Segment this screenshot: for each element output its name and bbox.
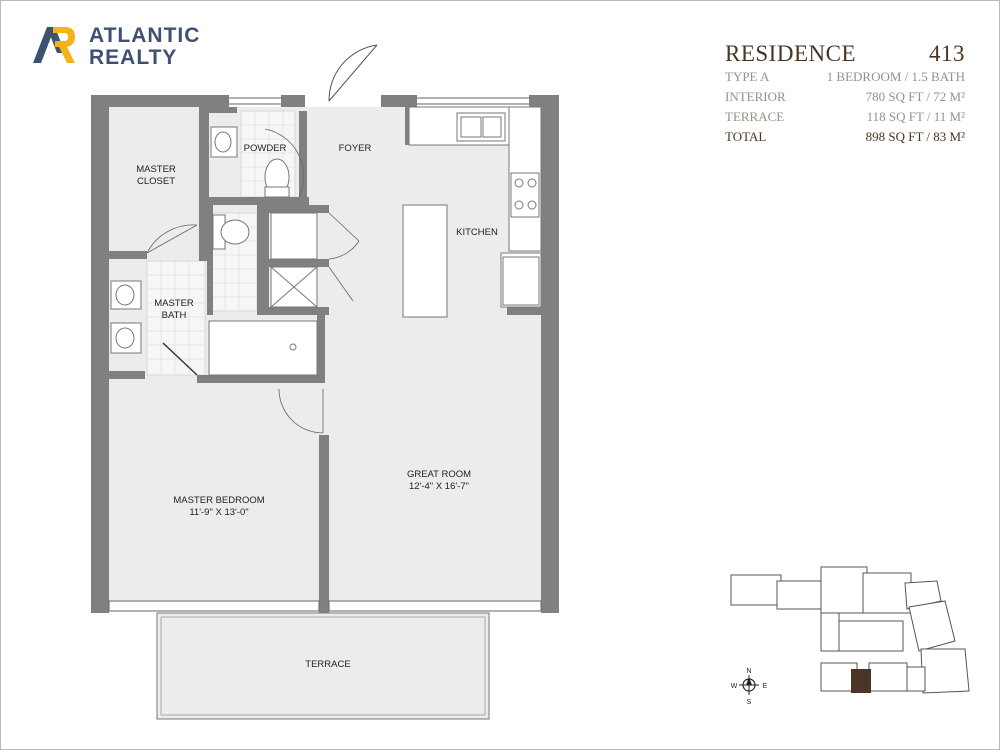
- compass-icon: [739, 675, 759, 695]
- brand-line-1: ATLANTIC: [89, 24, 201, 47]
- info-row-interior: INTERIOR 780 SQ FT / 72 M²: [725, 87, 965, 107]
- compass-east: E: [763, 683, 768, 690]
- top-windows: [229, 97, 529, 105]
- label-great-room-dims: 12'-4" X 16'-7": [409, 481, 469, 492]
- info-row-terrace: TERRACE 118 SQ FT / 11 M²: [725, 107, 965, 127]
- label-great-room: GREAT ROOM: [407, 469, 471, 480]
- label-master-bedroom-dims: 11'-9" X 13'-0": [189, 507, 248, 518]
- wc-toilet-icon: [212, 214, 250, 250]
- sliding-doors: [108, 600, 542, 612]
- building-key-plan: [730, 566, 970, 694]
- bedroom-door: [278, 388, 324, 434]
- exterior-walls: [91, 95, 559, 613]
- entry-door: [328, 44, 378, 102]
- label-foyer: FOYER: [339, 143, 372, 154]
- residence-number: 413: [929, 41, 965, 66]
- info-row-type: TYPE A 1 BEDROOM / 1.5 BATH: [725, 67, 965, 87]
- info-key: TERRACE: [725, 109, 785, 124]
- dryer-icon: [270, 266, 318, 308]
- info-key: INTERIOR: [725, 89, 786, 104]
- label-master-bedroom: MASTER BEDROOM: [173, 495, 264, 506]
- unit-location-marker: [851, 669, 871, 693]
- fridge-icon: [502, 256, 540, 306]
- info-key: TYPE A: [725, 69, 770, 84]
- kitchen-sink-icon: [456, 112, 506, 142]
- shower-icon: [208, 320, 318, 376]
- residence-info: RESIDENCE 413 TYPE A 1 BEDROOM / 1.5 BAT…: [725, 41, 965, 147]
- info-value: 898 SQ FT / 83 M²: [865, 129, 965, 144]
- label-master-closet-1: MASTER: [136, 164, 176, 175]
- info-key: TOTAL: [725, 129, 767, 144]
- label-kitchen: KITCHEN: [456, 227, 498, 238]
- powder-sink-icon: [210, 126, 238, 158]
- residence-label: RESIDENCE: [725, 41, 856, 66]
- kitchen-island: [402, 204, 448, 318]
- powder-toilet-icon: [264, 158, 290, 198]
- info-value: 1 BEDROOM / 1.5 BATH: [826, 69, 965, 84]
- interior-walls: [109, 107, 547, 613]
- brand-name: ATLANTIC REALTY: [89, 25, 200, 69]
- brand-line-2: REALTY: [89, 46, 178, 69]
- info-row-total: TOTAL 898 SQ FT / 83 M²: [725, 127, 965, 147]
- label-master-bath-2: BATH: [162, 310, 187, 321]
- closet-door: [146, 224, 198, 254]
- bath-sink-1-icon: [110, 280, 142, 310]
- info-value: 118 SQ FT / 11 M²: [866, 109, 965, 124]
- bath-door: [162, 342, 198, 376]
- bath-tile-grid: [147, 261, 205, 375]
- room-labels: MASTER CLOSET POWDER FOYER KITCHEN MASTE…: [136, 143, 498, 670]
- cooktop-icon: [510, 172, 540, 218]
- laundry-doors: [328, 212, 360, 302]
- label-master-bath-1: MASTER: [154, 298, 194, 309]
- compass-south: S: [747, 699, 752, 706]
- compass-north: N: [746, 668, 751, 675]
- info-value: 780 SQ FT / 72 M²: [865, 89, 965, 104]
- terrace-area: [156, 612, 490, 720]
- atlantic-realty-logo: ATLANTIC REALTY: [31, 23, 231, 71]
- compass-labels: N S E W: [731, 668, 768, 706]
- bath-sink-2-icon: [110, 322, 142, 354]
- powder-door: [264, 128, 305, 198]
- washer-icon: [270, 212, 318, 260]
- terrace-railing: [160, 616, 486, 716]
- logo-mark-icon: [33, 27, 75, 63]
- label-master-closet-2: CLOSET: [137, 176, 175, 187]
- compass-west: W: [731, 683, 738, 690]
- label-powder: POWDER: [244, 143, 287, 154]
- label-terrace: TERRACE: [305, 659, 350, 670]
- residence-title: RESIDENCE 413: [725, 41, 965, 67]
